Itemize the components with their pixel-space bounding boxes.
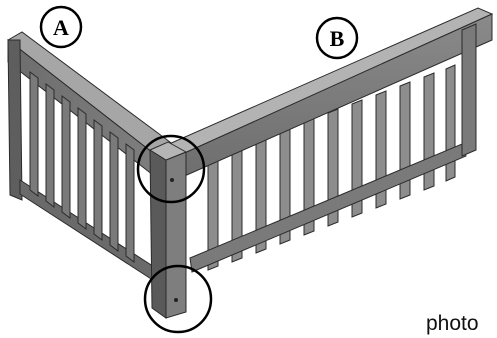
corner-post-left-face bbox=[149, 149, 167, 319]
label-a-circle bbox=[39, 5, 83, 49]
label-b-text: B bbox=[330, 26, 345, 51]
corner-post-top bbox=[148, 141, 188, 161]
bottom-rail-b bbox=[189, 143, 467, 273]
corner-post-right-face bbox=[165, 151, 187, 319]
lower-joint-callout-circle bbox=[143, 264, 213, 334]
label-b-circle bbox=[315, 16, 359, 60]
railing-section-a bbox=[7, 31, 179, 287]
upper-joint-callout-circle bbox=[136, 134, 206, 204]
railing-section-b bbox=[158, 7, 494, 273]
corner-post bbox=[148, 141, 188, 319]
upper-screw bbox=[170, 178, 174, 182]
end-post-a bbox=[7, 39, 23, 201]
lower-screw bbox=[174, 298, 178, 302]
bottom-rail-a bbox=[19, 179, 163, 287]
label-a: A bbox=[39, 5, 83, 49]
balusters-a bbox=[29, 71, 135, 263]
label-b: B bbox=[315, 16, 359, 60]
label-a-text: A bbox=[53, 15, 69, 40]
end-post-b bbox=[461, 23, 477, 157]
photo-credit: photo bbox=[426, 312, 479, 335]
